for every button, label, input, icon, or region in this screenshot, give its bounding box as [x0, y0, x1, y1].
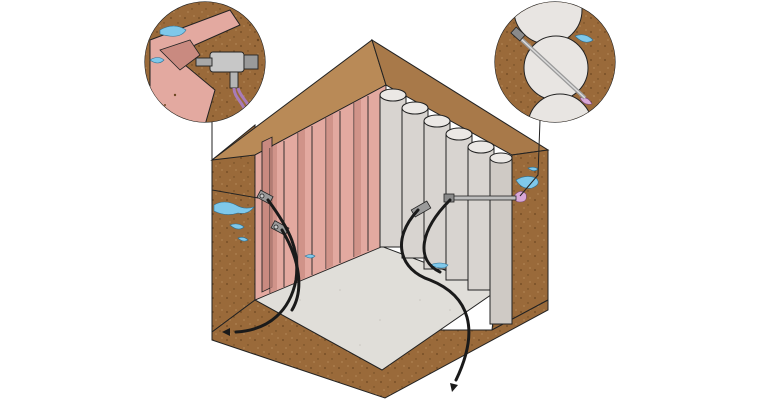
detail-right — [494, 1, 616, 123]
water-leaks — [213, 166, 539, 269]
arrow-icon — [450, 383, 458, 392]
bored-pile — [489, 157, 513, 325]
water-puddle — [429, 262, 449, 269]
callout-leaders — [211, 119, 541, 199]
packer-detail-icon — [195, 51, 259, 109]
water-detail — [159, 25, 187, 37]
sheet-pile-shading — [270, 99, 361, 293]
hose-left — [234, 198, 299, 334]
hose-right — [400, 208, 471, 382]
detail-left — [144, 1, 266, 123]
injection-resin — [513, 191, 527, 203]
hose-arrows — [222, 328, 458, 392]
injection-hoses — [234, 198, 471, 382]
floor-texture — [299, 289, 451, 346]
water-leak-right — [515, 176, 539, 189]
lance-detail-icon — [510, 26, 587, 100]
water-leak-left — [213, 201, 255, 215]
water-detail — [574, 34, 594, 43]
arrow-icon — [222, 328, 230, 336]
